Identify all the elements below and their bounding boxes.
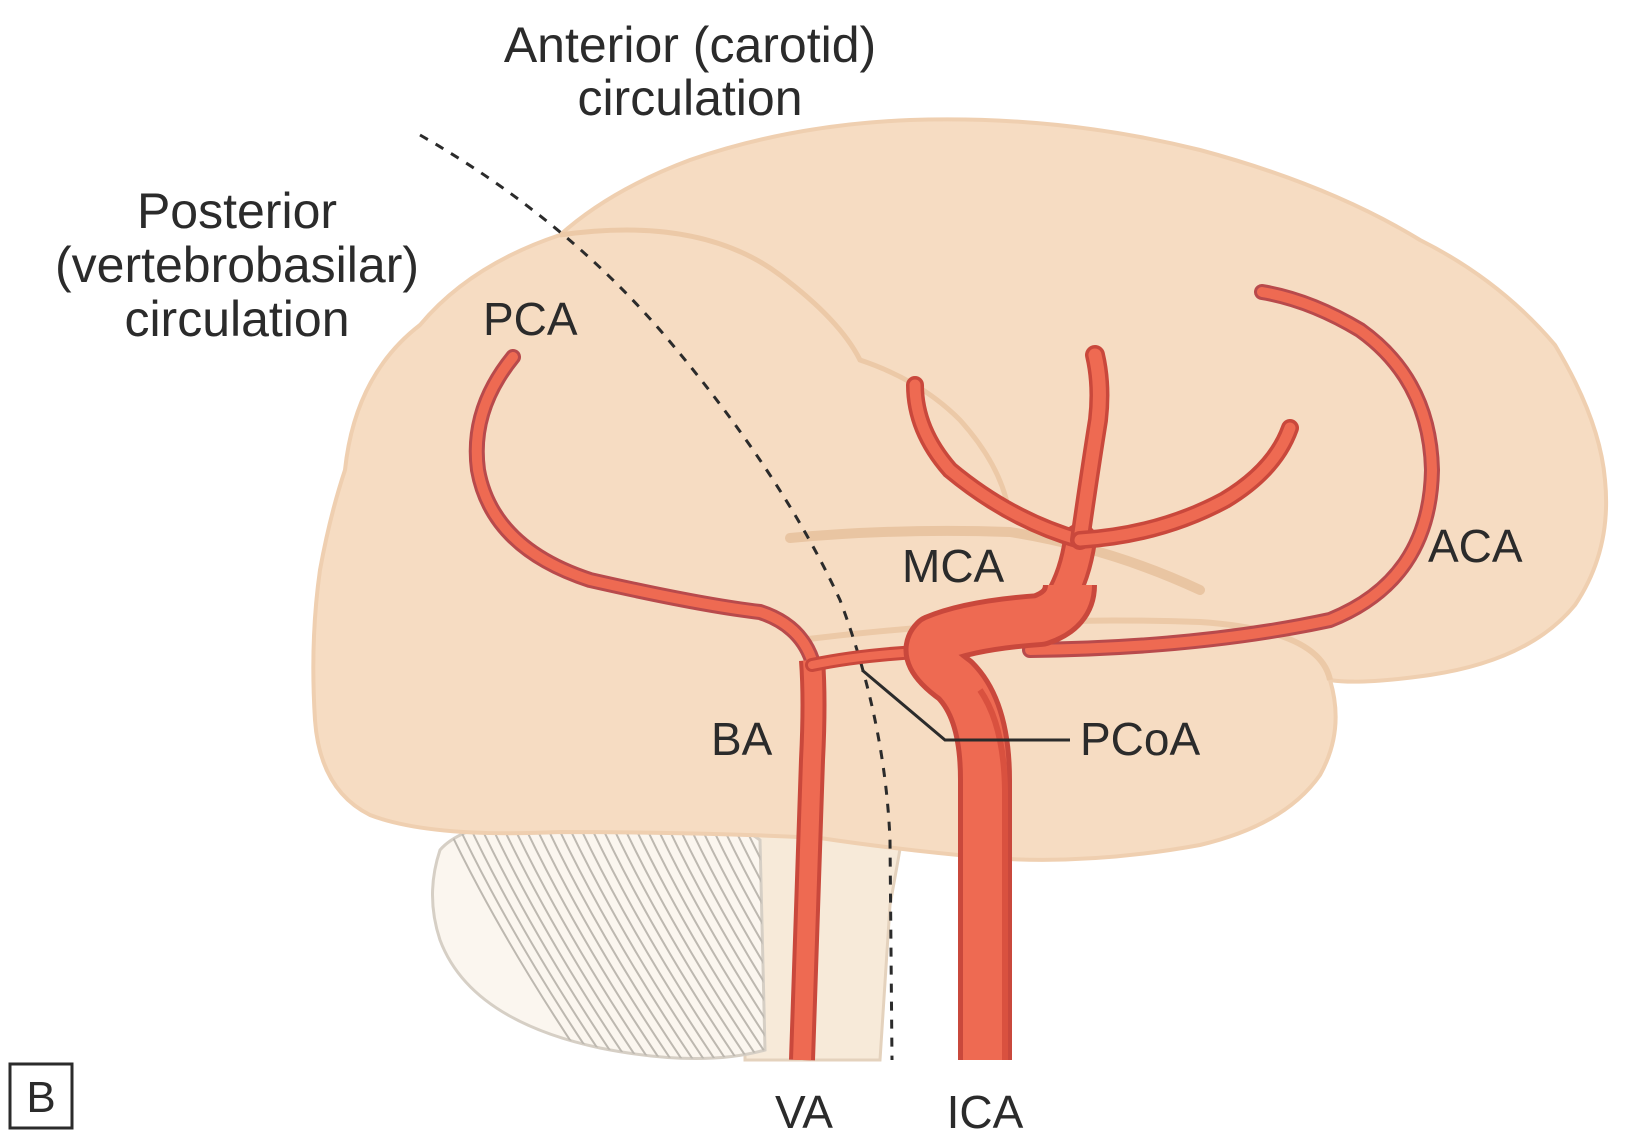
ica-label: ICA: [947, 1086, 1024, 1138]
posterior-circulation-label-line1: Posterior: [137, 183, 337, 239]
va-label: VA: [775, 1086, 833, 1138]
aca-label: ACA: [1428, 520, 1523, 572]
posterior-circulation-label-line2: (vertebrobasilar): [55, 237, 419, 293]
brainstem: [745, 820, 905, 1060]
panel-marker-label: B: [26, 1073, 55, 1122]
posterior-circulation-label-line3: circulation: [124, 291, 349, 347]
anterior-circulation-label-line2: circulation: [577, 70, 802, 126]
mca-label: MCA: [902, 540, 1005, 592]
anterior-circulation-label-line1: Anterior (carotid): [504, 17, 876, 73]
pcoa-label: PCoA: [1080, 713, 1200, 765]
ba-label: BA: [711, 713, 773, 765]
pca-label: PCA: [483, 293, 578, 345]
